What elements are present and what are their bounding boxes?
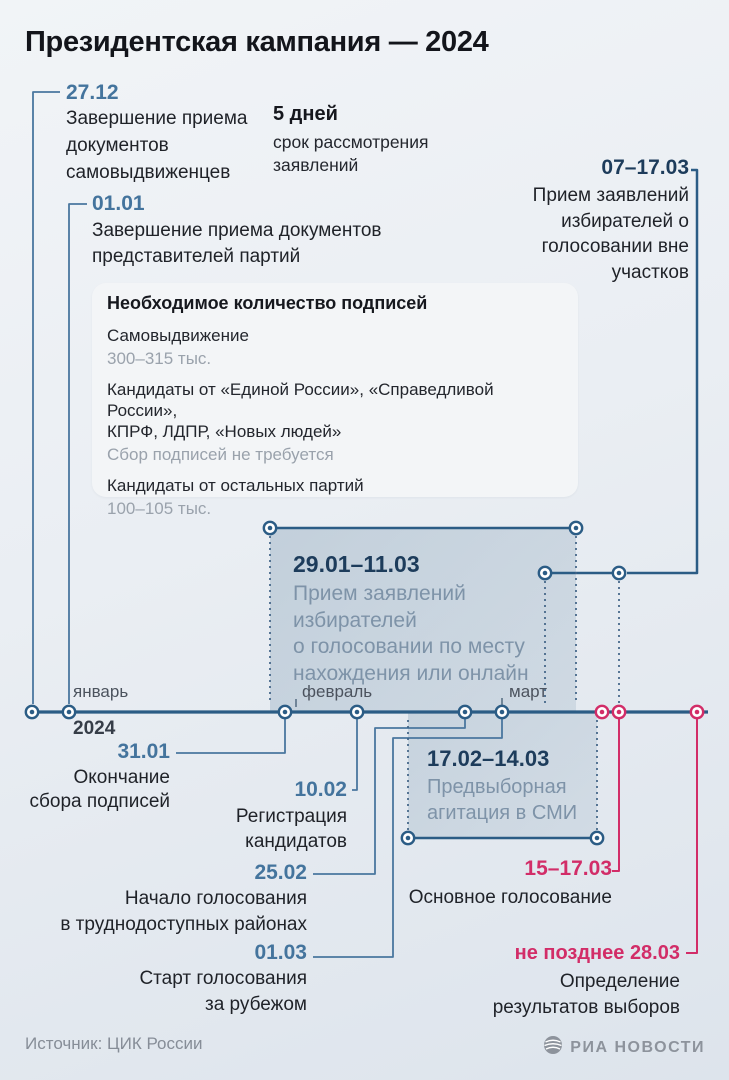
ria-novosti-logo: РИА НОВОСТИ bbox=[543, 1035, 705, 1060]
signatures-item-value: 100–105 тыс. bbox=[107, 499, 212, 518]
event-text-29-01-11-03: Прием заявлений избирателей о голосовани… bbox=[293, 582, 529, 685]
ria-brand-text: РИА НОВОСТИ bbox=[570, 1038, 705, 1056]
connector-01-03 bbox=[313, 719, 503, 958]
signatures-item-label: Кандидаты от «Единой России», «Справедли… bbox=[107, 380, 494, 441]
event-text-10-02: Регистрация кандидатов bbox=[235, 806, 347, 852]
voting-by-location-shade bbox=[270, 528, 576, 712]
year-label: 2024 bbox=[73, 718, 116, 739]
event-date-29-01-11-03: 29.01–11.03 bbox=[293, 551, 420, 577]
event-text-01-03: Старт голосования за рубежом bbox=[139, 968, 307, 1015]
connector-10-02 bbox=[352, 719, 358, 791]
event-date-25-02: 25.02 bbox=[254, 861, 307, 884]
signatures-item-value: 300–315 тыс. bbox=[107, 349, 212, 368]
review-period-value: 5 дней bbox=[273, 103, 338, 125]
signatures-item-label: Кандидаты от остальных партий bbox=[107, 476, 364, 495]
event-text-27-12: Завершение приема документов самовыдвиже… bbox=[66, 108, 248, 183]
connector-01-01 bbox=[68, 203, 87, 704]
month-label-march: март bbox=[509, 682, 548, 701]
signatures-item-label: Самовыдвижение bbox=[107, 326, 249, 345]
event-text-07-17-03: Прием заявлений избирателей о голосовани… bbox=[532, 185, 689, 283]
event-date-15-17-03: 15–17.03 bbox=[524, 857, 612, 880]
signatures-box: Необходимое количество подписей Самовыдв… bbox=[92, 283, 578, 518]
connector-28-03 bbox=[686, 719, 698, 954]
event-text-31-01: Окончание сбора подписей bbox=[29, 767, 170, 812]
connector-15-17-03 bbox=[612, 719, 620, 872]
review-period-text: срок рассмотрения заявлений bbox=[273, 132, 429, 175]
event-date-07-17-03: 07–17.03 bbox=[601, 156, 689, 179]
event-date-17-02-14-03: 17.02–14.03 bbox=[427, 746, 550, 771]
connector-25-02 bbox=[313, 719, 466, 875]
month-label-january: январь bbox=[73, 682, 129, 701]
event-date-27-12: 27.12 bbox=[66, 81, 119, 104]
event-text-17-02-14-03: Предвыборная агитация в СМИ bbox=[427, 776, 578, 824]
month-label-february: февраль bbox=[302, 682, 373, 701]
timeline-marker-blue bbox=[24, 520, 627, 846]
event-date-10-02: 10.02 bbox=[294, 778, 347, 801]
event-text-15-17-03: Основное голосование bbox=[408, 887, 612, 908]
event-text-25-02: Начало голосования в труднодоступных рай… bbox=[60, 888, 307, 935]
ria-globe-icon bbox=[543, 1035, 563, 1060]
signatures-item-value: Сбор подписей не требуется bbox=[107, 445, 334, 464]
connector-27-12 bbox=[32, 91, 60, 704]
event-date-01-03: 01.03 bbox=[254, 941, 307, 964]
connector-31-01 bbox=[176, 719, 286, 754]
source-note: Источник: ЦИК России bbox=[25, 1034, 203, 1053]
event-text-01-01: Завершение приема документов представите… bbox=[92, 220, 382, 267]
connector-07-17-03 bbox=[627, 168, 699, 575]
timeline-marker-pink bbox=[594, 704, 705, 720]
signatures-box-title: Необходимое количество подписей bbox=[107, 293, 428, 313]
event-date-28-03: не позднее 28.03 bbox=[514, 942, 680, 964]
event-date-31-01: 31.01 bbox=[117, 740, 170, 763]
event-text-28-03: Определение результатов выборов bbox=[492, 971, 680, 1018]
page-title: Президентская кампания — 2024 bbox=[25, 26, 489, 58]
event-date-01-01: 01.01 bbox=[92, 192, 145, 215]
